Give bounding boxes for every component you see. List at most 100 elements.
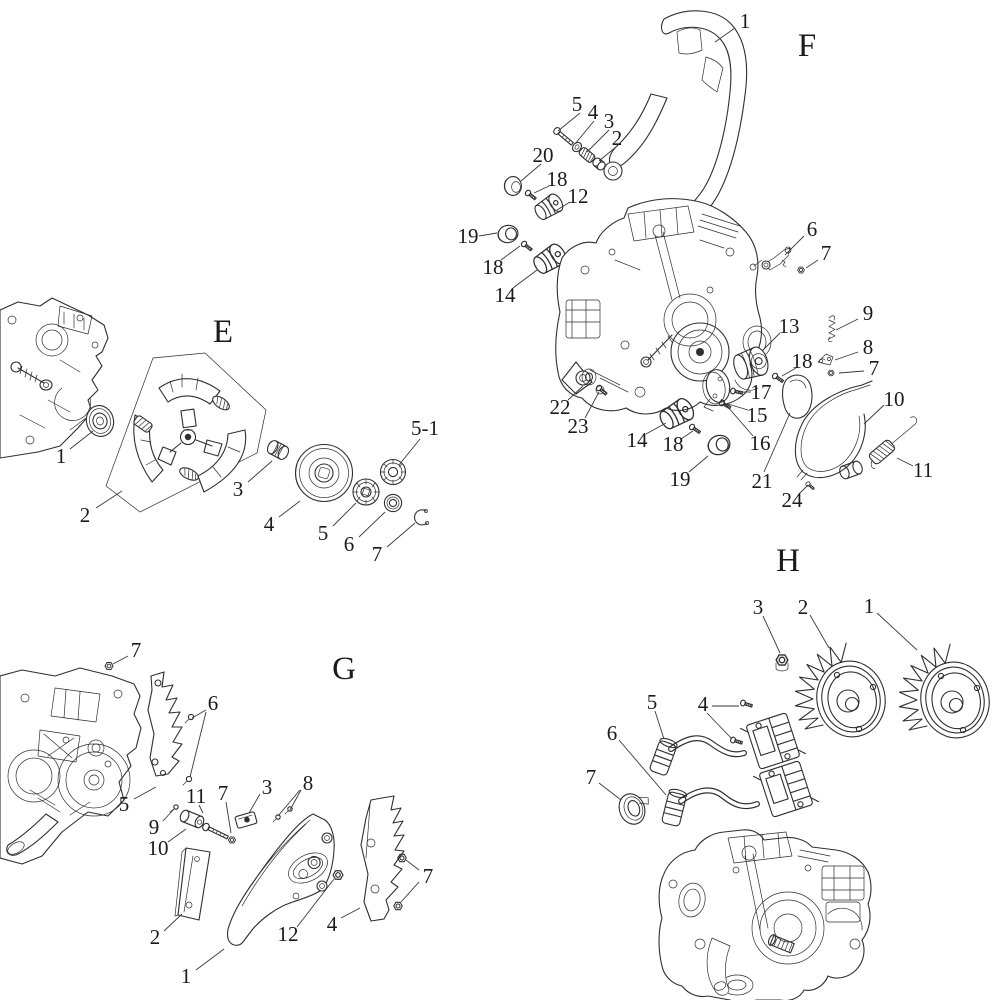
part-label-F-1: 1: [740, 9, 751, 33]
flywheel-H2-drawing: [794, 642, 893, 744]
needle-bearing-E3-drawing: [266, 440, 290, 460]
rear-handle-F1-drawing: [603, 10, 748, 233]
crankcase-F-drawing: [555, 198, 772, 415]
part-label-H-1: 1: [864, 594, 875, 618]
cover-plate-F-drawing: [702, 369, 731, 412]
brake-cover-G1-drawing: [226, 813, 335, 946]
leader-line-G-6: [189, 711, 207, 778]
part-label-F-20: 20: [533, 143, 554, 167]
leader-line-G-7: [405, 859, 420, 871]
rim-sprocket-E5-1-drawing: [379, 458, 407, 486]
spring-F9-drawing: [828, 315, 836, 342]
sprocket-E5-drawing: [352, 478, 380, 506]
pin-F18b-drawing: [519, 239, 534, 253]
part-label-F-8: 8: [863, 335, 874, 359]
part-label-F-18: 18: [663, 432, 684, 456]
leader-line-G-8: [277, 789, 301, 817]
grommet-F22-drawing: [581, 368, 597, 386]
leader-line-F-7: [838, 370, 865, 374]
brake-band-F10-drawing: [794, 380, 873, 481]
cap-F20-drawing: [503, 176, 522, 196]
part-label-G-3: 3: [262, 775, 273, 799]
part-label-F-5: 5: [572, 92, 583, 116]
leader-line-F-19: [478, 232, 498, 237]
bolt-F5-drawing: [553, 127, 574, 146]
part-label-F-22: 22: [550, 395, 571, 419]
tension-spring-F11-drawing: [868, 416, 917, 469]
cap-F19a-drawing: [495, 222, 521, 246]
leader-line-E-3: [247, 460, 273, 483]
part-label-F-9: 9: [863, 301, 874, 325]
leader-line-E-5: [332, 502, 357, 527]
pulley-F13-drawing: [733, 346, 769, 380]
leader-line-H-2: [809, 614, 830, 649]
tensioner-bar-G2-drawing: [174, 847, 211, 921]
part-label-F-7: 7: [869, 356, 880, 380]
part-label-E-6: 6: [344, 532, 355, 556]
section-label-G: G: [332, 651, 356, 687]
leader-line-G-12: [296, 878, 335, 928]
leader-line-F-16: [720, 398, 754, 437]
part-label-G-12: 12: [278, 922, 299, 946]
part-label-G-7: 7: [131, 638, 142, 662]
outer-guide-plate-G4-drawing: [360, 795, 405, 922]
leader-line-F-18: [680, 430, 694, 440]
part-label-F-19: 19: [458, 224, 479, 248]
part-label-F-18: 18: [547, 167, 568, 191]
part-label-E-3: 3: [233, 477, 244, 501]
leader-line-E-4: [278, 500, 301, 518]
leader-line-E-7: [386, 522, 416, 548]
pin-G9-drawing: [169, 804, 179, 813]
screws-G6-drawing: [182, 713, 195, 786]
leader-line-G-10: [167, 828, 187, 843]
part-label-F-14: 14: [495, 283, 517, 307]
leader-line-E-5-1: [398, 438, 421, 466]
part-label-E-4: 4: [264, 512, 275, 536]
leader-line-F-4: [574, 120, 595, 145]
leader-line-F-14: [512, 269, 538, 289]
ignition-wire-A-drawing: [668, 735, 747, 758]
bolt-G7b-drawing: [202, 822, 237, 844]
nut-G12-drawing: [332, 870, 344, 880]
leader-line-H-3: [762, 615, 781, 654]
leader-line-G-9: [162, 808, 175, 822]
part-label-G-2: 2: [150, 925, 161, 949]
part-label-H-5: 5: [647, 690, 658, 714]
part-label-F-10: 10: [884, 387, 905, 411]
part-label-G-8: 8: [303, 771, 314, 795]
throttle-lever-F6-drawing: [749, 246, 792, 271]
leader-line-F-10: [863, 404, 885, 425]
crankcase-G-drawing: [0, 667, 142, 865]
part-label-H-6: 6: [607, 721, 618, 745]
leader-line-H-1: [876, 612, 918, 651]
screws-G8-drawing: [272, 806, 293, 823]
leader-line-G-11: [198, 804, 204, 814]
clutch-assembly-E2-drawing: [105, 352, 267, 513]
bushing-F2-drawing: [592, 157, 606, 171]
pin-F18c-drawing: [770, 371, 785, 385]
leader-line-F-8: [834, 351, 859, 361]
nut-G7a-drawing: [104, 661, 114, 671]
leader-line-F-12: [556, 201, 571, 211]
leader-line-F-2: [598, 146, 617, 162]
leader-line-E-6: [358, 511, 386, 538]
leader-line-F-11: [896, 457, 914, 467]
part-label-F-23: 23: [568, 414, 589, 438]
circlip-E7-drawing: [414, 509, 429, 526]
bracket-F8-drawing: [817, 353, 834, 366]
leader-line-H-4: [706, 712, 733, 740]
nut-F7b-drawing: [827, 369, 835, 377]
part-label-G-9: 9: [149, 815, 160, 839]
leader-line-H-5: [654, 710, 665, 740]
flywheel-H1-drawing: [898, 643, 997, 745]
section-F-artwork: [495, 10, 917, 492]
leader-line-H-7: [598, 782, 622, 801]
part-label-G-11: 11: [186, 784, 206, 808]
part-label-F-12: 12: [568, 184, 589, 208]
section-G-artwork: [0, 661, 407, 946]
part-label-F-2: 2: [612, 126, 623, 150]
leader-line-G-7: [225, 801, 232, 834]
crankcase-H-drawing: [658, 829, 872, 1000]
leader-line-F-18: [500, 245, 521, 261]
